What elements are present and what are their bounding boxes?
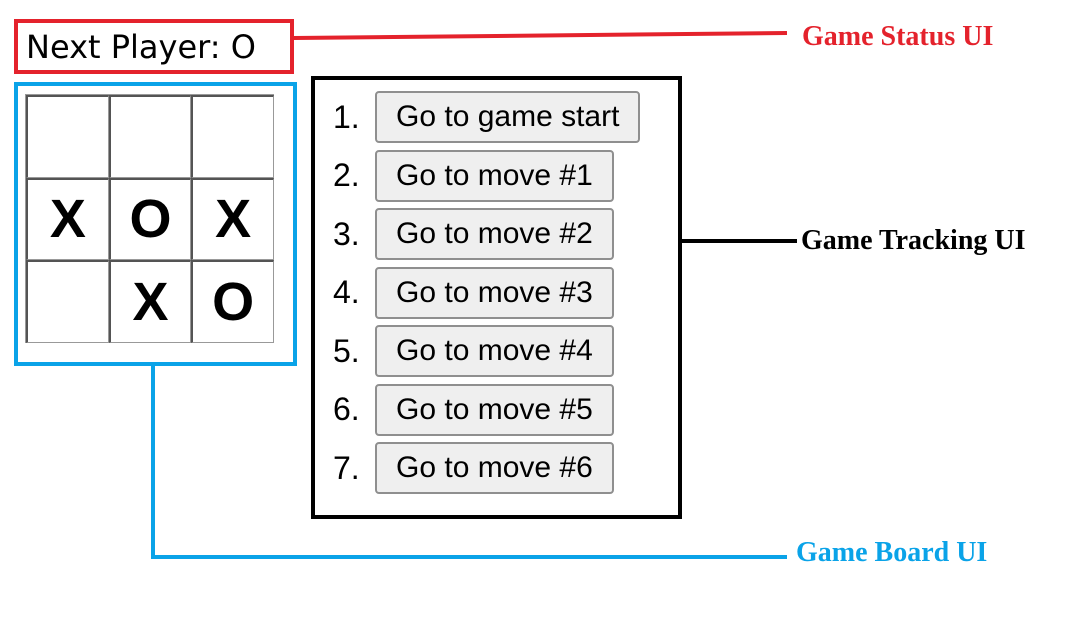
move-history-item: 3. Go to move #2 [333,205,640,264]
board-square-8[interactable]: X [108,260,192,343]
move-history-item: 4. Go to move #3 [333,264,640,323]
move-number: 1. [333,98,360,135]
board-square-7[interactable] [26,260,109,343]
status-connector [293,31,788,40]
board-square-1[interactable] [26,95,109,178]
board-connector [151,366,787,559]
board-square-4[interactable]: X [26,177,109,261]
move-number: 2. [333,157,360,194]
game-status-label: Game Status UI [802,21,994,52]
board-square-6[interactable]: X [191,177,274,261]
move-history-item: 6. Go to move #5 [333,381,640,440]
game-tracking-label: Game Tracking UI [801,225,1026,256]
board-square-9[interactable]: O [191,260,274,343]
game-board-label: Game Board UI [796,537,988,568]
go-to-move-6-button[interactable]: Go to move #6 [375,442,614,495]
board-square-5[interactable]: O [108,177,192,261]
game-tracking-frame [311,76,682,519]
go-to-move-4-button[interactable]: Go to move #4 [375,325,614,378]
move-history-item: 2. Go to move #1 [333,147,640,206]
next-player-status: Next Player: O [26,28,256,66]
board-square-2[interactable] [108,95,192,178]
move-number: 6. [333,391,360,428]
move-number: 5. [333,332,360,369]
game-board-frame [14,82,297,366]
move-history-item: 7. Go to move #6 [333,439,640,498]
move-number: 4. [333,274,360,311]
game-board: X O X X O [25,94,274,343]
go-to-move-2-button[interactable]: Go to move #2 [375,208,614,261]
move-number: 7. [333,449,360,486]
move-history-item: 5. Go to move #4 [333,322,640,381]
go-to-move-5-button[interactable]: Go to move #5 [375,383,614,436]
board-square-3[interactable] [191,95,274,178]
go-to-move-3-button[interactable]: Go to move #3 [375,266,614,319]
go-to-move-1-button[interactable]: Go to move #1 [375,149,614,202]
game-status-frame [14,19,294,74]
go-to-game-start-button[interactable]: Go to game start [375,91,641,144]
move-number: 3. [333,215,360,252]
move-history-list: 1. Go to game start 2. Go to move #1 3. … [333,88,641,498]
move-history-item: 1. Go to game start [333,88,641,147]
